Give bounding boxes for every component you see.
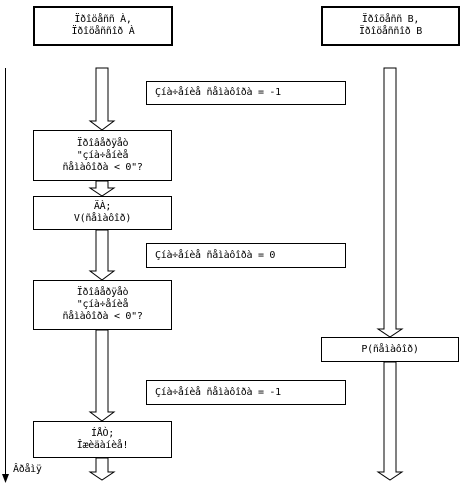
- time-axis-label: Âðåìÿ: [13, 464, 42, 475]
- flow-arrow-b-1: [376, 67, 404, 338]
- semaphore-note-3: Çíà÷åíèå ñåìàôîðà = -1: [146, 380, 346, 405]
- flow-arrow-b-2: [376, 361, 404, 481]
- process-a-header: Ïðîöåññ À, Ïðîöåññîð À: [33, 6, 173, 46]
- process-a-check-2: Ïðîâåðÿåò "çíà÷åíèå ñåìàôîðà < 0"?: [33, 280, 172, 330]
- semaphore-note-2: Çíà÷åíèå ñåìàôîðà = 0: [146, 243, 346, 268]
- flow-arrow-a-5: [88, 457, 116, 481]
- semaphore-note-1: Çíà÷åíèå ñåìàôîðà = -1: [146, 81, 346, 105]
- process-b-header: Ïðîöåññ B, Ïðîöåññîð B: [321, 6, 460, 46]
- flow-arrow-a-3: [88, 229, 116, 281]
- flow-arrow-a-2: [88, 180, 116, 197]
- flow-arrow-a-1: [88, 67, 116, 131]
- process-b-action: P(ñåìàôîð): [321, 337, 459, 362]
- flow-arrow-a-4: [88, 329, 116, 422]
- time-axis-arrowhead: [2, 474, 9, 483]
- process-a-action-1: ÄÀ; V(ñåìàôîð): [33, 196, 172, 230]
- process-a-check-1: Ïðîâåðÿåò "çíà÷åíèå ñåìàôîðà < 0"?: [33, 130, 172, 181]
- process-a-action-2: ÍÅÒ; Îæèäàíèå!: [33, 421, 172, 458]
